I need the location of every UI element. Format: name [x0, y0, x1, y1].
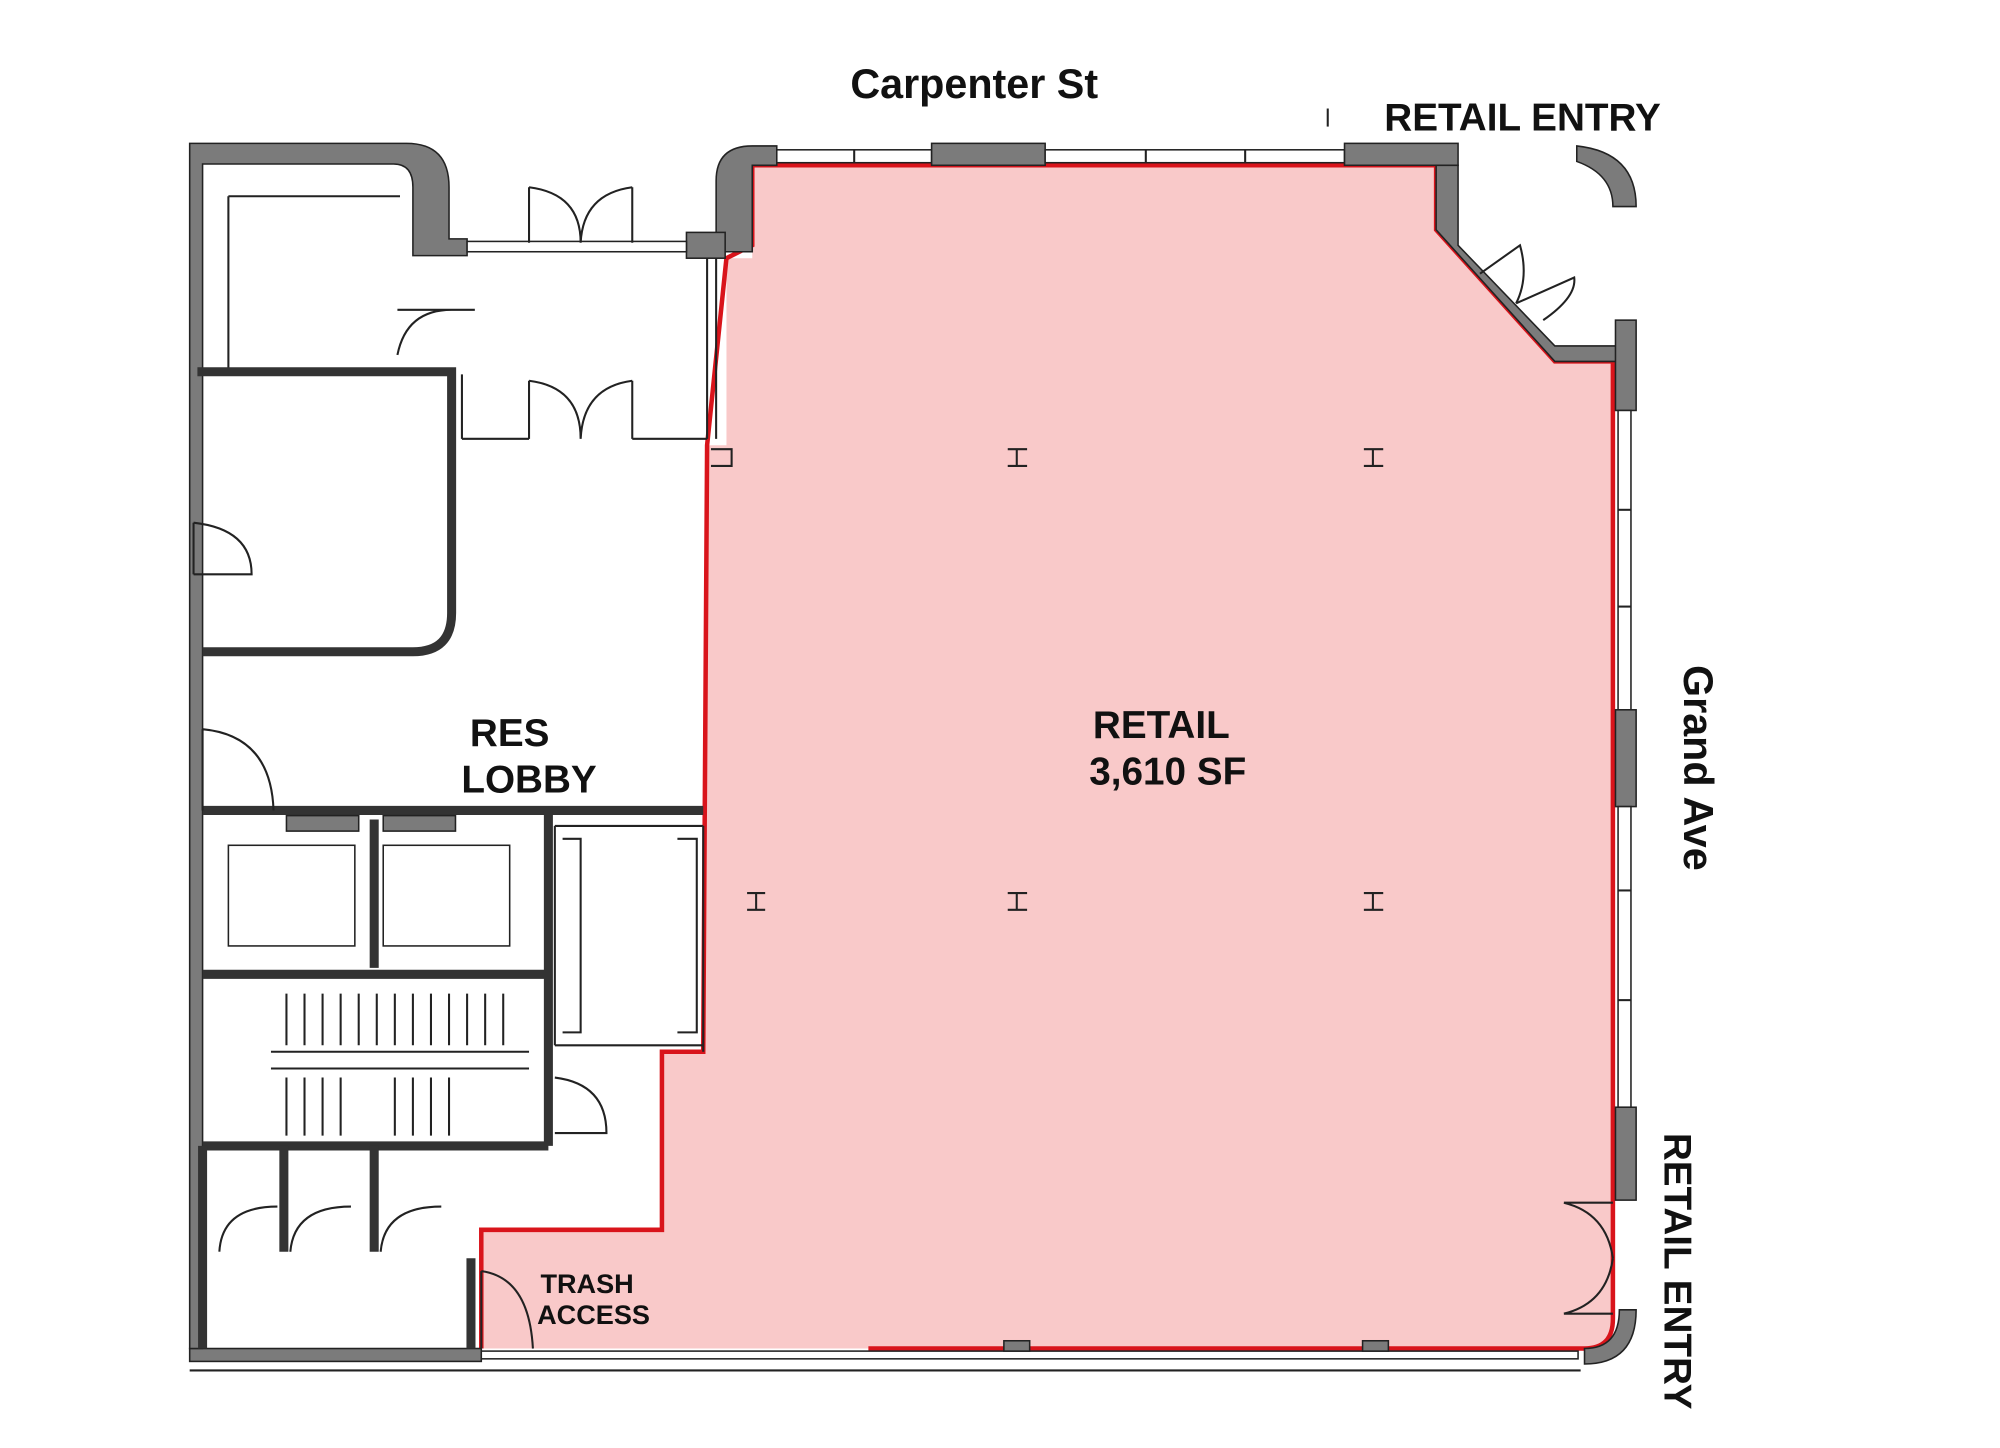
lobby-label-line1: RES	[470, 712, 550, 755]
retail-label: RETAIL	[1093, 704, 1230, 747]
structural-columns	[710, 448, 1384, 911]
interior-doors[interactable]	[193, 186, 634, 1349]
east-facade	[1583, 319, 1637, 1365]
trash-label-line2: ACCESS	[537, 1299, 650, 1330]
corner-retail-entry-label: RETAIL ENTRY	[1384, 96, 1661, 139]
east-entry-doors[interactable]	[1563, 1201, 1614, 1315]
street-label-grand: Grand Ave	[1675, 665, 1721, 871]
retail-area-label: 3,610 SF	[1089, 751, 1246, 794]
retail-space-area[interactable]	[481, 165, 1613, 1349]
trash-label-line1: TRASH	[540, 1268, 633, 1299]
lobby-label-line2: LOBBY	[461, 758, 597, 801]
south-facade	[188, 1340, 1581, 1372]
residential-core	[188, 142, 718, 1350]
street-label-carpenter: Carpenter St	[850, 61, 1098, 107]
east-retail-entry-label: RETAIL ENTRY	[1656, 1133, 1699, 1410]
north-facade	[685, 108, 1459, 259]
